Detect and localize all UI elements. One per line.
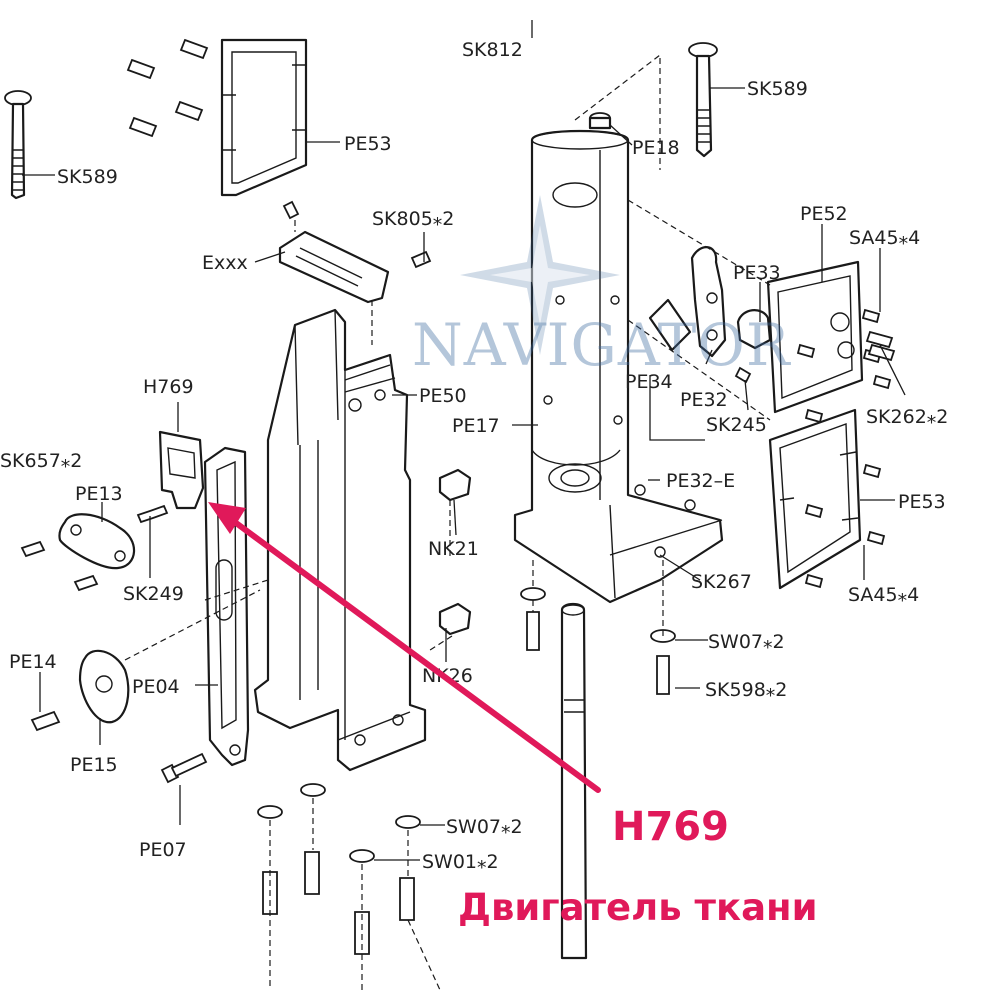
label-pe04: PE04 xyxy=(132,676,180,698)
label-sk805: SK805⁎2 xyxy=(372,208,454,230)
column-pe17 xyxy=(513,129,724,604)
bracket-h769 xyxy=(158,430,205,510)
label-sk589-left: SK589 xyxy=(57,166,118,188)
label-sk598: SK598⁎2 xyxy=(705,679,787,701)
screws-bottom xyxy=(262,611,670,955)
label-nk21: NK21 xyxy=(428,538,479,560)
callout: H769 Двигатель ткани xyxy=(458,804,818,929)
label-sk245: SK245 xyxy=(706,414,767,436)
label-pe17: PE17 xyxy=(452,415,500,437)
screw-pe07 xyxy=(160,752,208,784)
label-sk812: SK812 xyxy=(462,39,523,61)
washers-bottom xyxy=(257,587,676,863)
label-pe32e: PE32–E xyxy=(666,470,735,492)
label-sk249: SK249 xyxy=(123,583,184,605)
label-pe52: PE52 xyxy=(800,203,848,225)
body-pe50 xyxy=(253,308,427,772)
label-sw07-right: SW07⁎2 xyxy=(708,631,785,653)
label-sw01: SW01⁎2 xyxy=(422,851,499,873)
label-pe34: PE34 xyxy=(625,371,673,393)
gasket-pe53-top xyxy=(220,38,308,197)
label-pe07: PE07 xyxy=(139,839,187,861)
label-pe53-top: PE53 xyxy=(344,133,392,155)
label-h769: H769 xyxy=(143,376,194,398)
label-pe15: PE15 xyxy=(70,754,118,776)
label-pe50: PE50 xyxy=(419,385,467,407)
watermark-text: NAVIGATOR xyxy=(412,311,792,379)
plate-pe15 xyxy=(30,649,130,732)
part-labels: SK812 SK589 PE53 SK589 PE18 SK805⁎2 Exxx… xyxy=(0,39,948,873)
label-sa45-top: SA45⁎4 xyxy=(849,227,920,249)
label-sk262: SK262⁎2 xyxy=(866,406,948,428)
label-pe14: PE14 xyxy=(9,651,57,673)
callout-arrow xyxy=(208,502,601,793)
screw-sk249 xyxy=(136,504,169,524)
label-sk657: SK657⁎2 xyxy=(0,450,82,472)
label-pe33: PE33 xyxy=(733,262,781,284)
label-pe13: PE13 xyxy=(75,483,123,505)
label-sw07-bottom: SW07⁎2 xyxy=(446,816,523,838)
rod xyxy=(560,602,588,960)
callout-part-code: H769 xyxy=(612,804,729,850)
cover-pe52 xyxy=(766,260,896,424)
pin-pe18 xyxy=(588,112,612,130)
plate-pe13 xyxy=(20,513,136,592)
gasket-pe53-right xyxy=(768,408,886,590)
label-pe53-right: PE53 xyxy=(898,491,946,513)
part-pe32-pe34 xyxy=(648,246,772,384)
label-pe32: PE32 xyxy=(680,389,728,411)
label-sk267: SK267 xyxy=(691,571,752,593)
label-sk589-top: SK589 xyxy=(747,78,808,100)
nut-nk26 xyxy=(438,602,472,636)
label-exxx: Exxx xyxy=(202,252,248,274)
plate-pe04 xyxy=(203,446,250,767)
screws-top-left xyxy=(126,38,209,138)
assembly-lines xyxy=(124,53,771,991)
label-pe18: PE18 xyxy=(632,137,680,159)
callout-description: Двигатель ткани xyxy=(458,886,818,929)
nut-nk21 xyxy=(438,468,472,502)
label-sa45-bottom: SA45⁎4 xyxy=(848,584,919,606)
leader-lines xyxy=(22,20,906,861)
screw-sk589-left xyxy=(4,90,32,200)
screw-sk589-right xyxy=(688,42,718,158)
watermark: NAVIGATOR xyxy=(412,195,792,379)
bracket-exxx xyxy=(278,200,432,304)
